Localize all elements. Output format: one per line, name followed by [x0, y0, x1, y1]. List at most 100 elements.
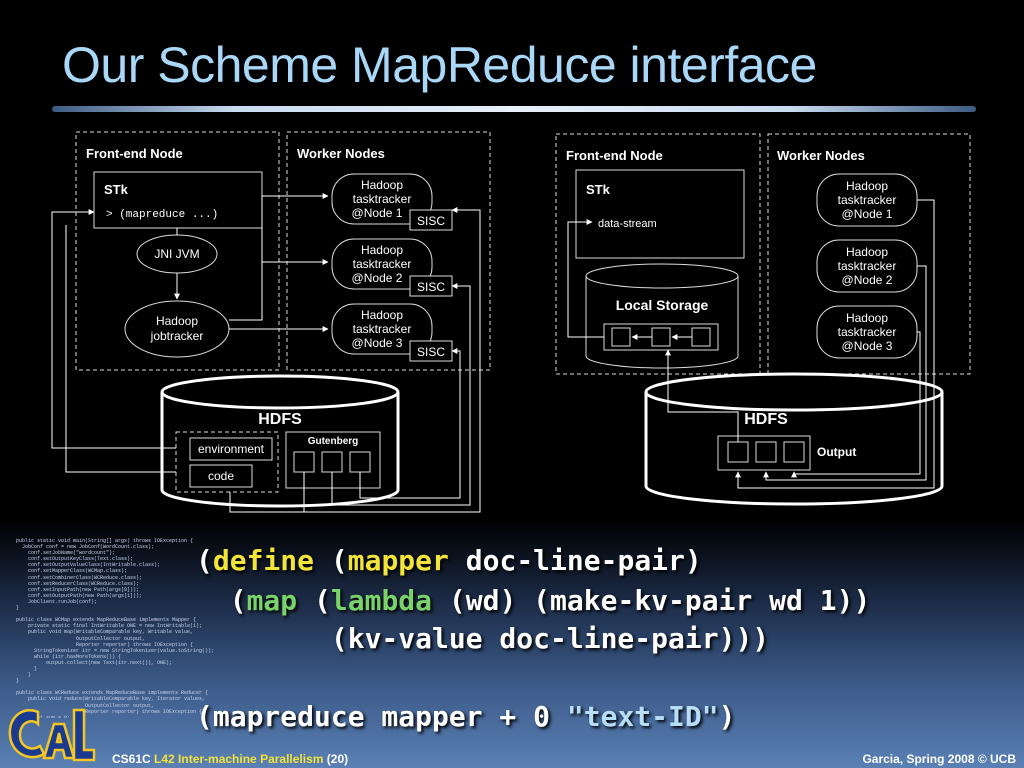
java-code-line: OutputCollector output, [16, 635, 146, 642]
right-worker-box [767, 133, 971, 375]
svg-text:tasktracker: tasktracker [353, 257, 412, 271]
stk-box [93, 171, 263, 229]
line-node3-to-output [791, 331, 921, 478]
svg-text:@Node 1: @Node 1 [842, 207, 893, 221]
java-code-line: conf.setInputPath(new Path(args[0])); [16, 586, 140, 593]
java-code-line: public static void main(String[] args) t… [16, 538, 194, 544]
storage-block-1 [611, 327, 631, 347]
right-frontend-box [555, 133, 761, 375]
scheme-line-1: (define (mapper doc-line-pair) [196, 544, 702, 577]
java-code-line: JobConf conf = new JobConf(WordCount.cla… [16, 544, 155, 551]
sisc-tag-1 [409, 209, 453, 231]
java-code-line: conf.setJobName("wordcount"); [16, 550, 116, 557]
frontend-box [75, 131, 280, 371]
java-code-line: JobClient.runJob(conf); [16, 598, 98, 605]
frontend-label: Front-end Node [86, 146, 183, 161]
java-code-line: output.collect(new Text(itr.next()), ONE… [16, 659, 173, 666]
java-code-line: public void map(WritableComparable key, … [16, 629, 194, 636]
line-env-to-stk [51, 209, 176, 449]
output-block-1 [727, 441, 749, 463]
java-code-line: public class WCReduce extends MapReduceB… [16, 690, 209, 697]
line-node1-to-output [735, 199, 935, 489]
java-code-line: private static final IntWritable ONE = n… [16, 623, 203, 630]
storage-block-2 [651, 327, 671, 347]
java-code-line: } [16, 678, 20, 685]
line-storage-to-stream [567, 219, 604, 338]
stk-command: > (mapreduce ...) [106, 209, 218, 221]
svg-text:@Node 3: @Node 3 [352, 336, 403, 350]
right-worker-label: Worker Nodes [777, 148, 865, 163]
svg-text:@Node 1: @Node 1 [352, 206, 403, 220]
svg-text:Hadoop: Hadoop [846, 245, 888, 259]
output-block-3 [783, 441, 805, 463]
environment-label: environment [198, 442, 265, 456]
code-label: code [208, 469, 234, 483]
line-gutenberg-to-nodes [303, 207, 481, 513]
line-code-bottom [229, 492, 304, 513]
svg-text:tasktracker: tasktracker [838, 325, 897, 339]
footer-left: CS61C L42 Inter-machine Parallelism (20) [112, 752, 349, 766]
worker-box [286, 131, 491, 371]
right-worker-node-2: Hadoop tasktracker @Node 2 [816, 239, 918, 293]
local-storage-cylinder: Local Storage [585, 263, 739, 369]
right-worker-node-3: Hadoop tasktracker @Node 3 [816, 305, 918, 359]
scheme-line-3: (kv-value doc-line-pair))) [196, 622, 770, 655]
java-code-line: } [16, 672, 32, 679]
java-code-line: conf.setMapperClass(WCMap.class); [16, 568, 128, 575]
storage-block-3 [691, 327, 711, 347]
java-code-line: public void reduce(WritableComparable ke… [16, 696, 206, 703]
gutenberg-label: Gutenberg [308, 436, 359, 447]
svg-text:tasktracker: tasktracker [353, 322, 412, 336]
jni-jvm-label: JNI JVM [154, 247, 199, 261]
java-code-line: conf.setReducerClass(WCReduce.class); [16, 580, 140, 587]
java-code-line: conf.setCombinerClass(WCReduce.class); [16, 574, 143, 581]
svg-text:SISC: SISC [417, 214, 445, 228]
line-node2-to-output [763, 265, 927, 481]
cal-logo [8, 708, 96, 762]
data-stream-label: data-stream [598, 218, 657, 230]
jobtracker-label-1: Hadoop [156, 314, 198, 328]
environment-box [189, 437, 273, 461]
footer-right: Garcia, Spring 2008 © UCB [862, 752, 1016, 766]
arrow-jobtracker-node1 [229, 193, 329, 321]
svg-text:Hadoop: Hadoop [846, 179, 888, 193]
java-code-line: StringTokenizer itr = new StringTokenize… [16, 647, 215, 654]
svg-text:Hadoop: Hadoop [361, 178, 403, 192]
svg-text:@Node 2: @Node 2 [842, 273, 893, 287]
java-code-line: OutputCollector output, [16, 702, 155, 709]
line-code-to-stk [65, 225, 176, 473]
java-code-line: conf.setOutputPath(new Path(args[1])); [16, 592, 143, 599]
java-code-line: conf.setOutputKeyClass(Text.class); [16, 556, 134, 563]
hdfs-label-left: HDFS [258, 411, 302, 428]
svg-text:Hadoop: Hadoop [361, 308, 403, 322]
java-code-line: while (itr.hasMoreTokens()) { [16, 653, 122, 660]
scheme-line-2: (map (lambda (wd) (make-kv-pair wd 1)) [196, 584, 871, 617]
svg-text:tasktracker: tasktracker [838, 259, 897, 273]
slide-title: Our Scheme MapReduce interface [62, 37, 817, 93]
scheme-line-4: (mapreduce mapper + 0 "text-ID") [196, 700, 736, 733]
stk-label: STk [104, 182, 129, 197]
java-code-line: } [16, 665, 38, 672]
environment-code-group [175, 431, 279, 493]
line-gutenberg-to-node3 [359, 348, 461, 499]
worker-node-2: Hadoop tasktracker @Node 2 SISC [331, 238, 453, 297]
hdfs-label-right: HDFS [744, 411, 788, 428]
svg-text:Hadoop: Hadoop [846, 311, 888, 325]
svg-text:@Node 3: @Node 3 [842, 339, 893, 353]
right-stk-box [575, 169, 745, 259]
right-stk-label: STk [586, 182, 611, 197]
svg-text:tasktracker: tasktracker [838, 193, 897, 207]
code-box [189, 464, 253, 488]
java-code-line: Reporter reporter) throws IOException { [16, 641, 194, 648]
svg-text:SISC: SISC [417, 280, 445, 294]
java-code-line: public class WCMap extends MapReduceBase… [16, 617, 197, 624]
worker-node-1: Hadoop tasktracker @Node 1 SISC [331, 173, 453, 231]
svg-text:SISC: SISC [417, 345, 445, 359]
output-label: Output [817, 445, 856, 459]
hdfs-cylinder-right: HDFS [644, 372, 944, 506]
java-code-line: Reporter reporter) throws IOException { [16, 708, 203, 715]
line-output-to-storage [665, 349, 739, 442]
jobtracker-label-2: jobtracker [150, 329, 204, 343]
java-code-line: conf.setOutputValueClass(IntWritable.cla… [16, 562, 161, 569]
